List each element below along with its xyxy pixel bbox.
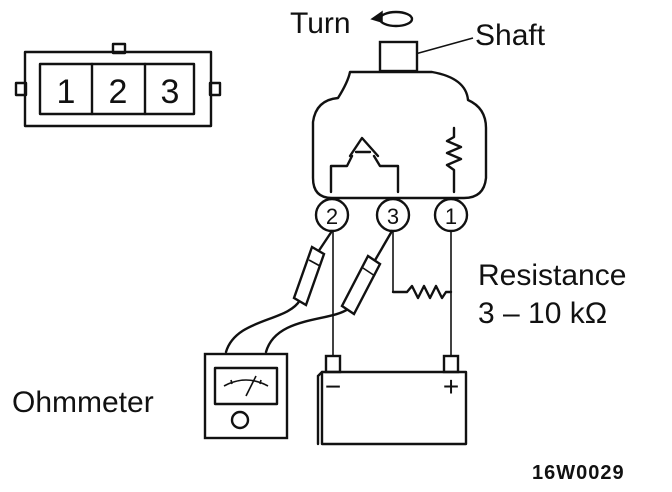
figure-code: 16W0029 <box>532 462 625 484</box>
resistance-label-line2: 3 – 10 kΩ <box>478 297 607 330</box>
battery-negative-terminal: − <box>325 371 341 402</box>
terminal-1-label: 1 <box>445 204 457 229</box>
shaft-leader-line <box>407 37 474 57</box>
terminal-1: 1 <box>433 197 469 233</box>
shaft-label: Shaft <box>475 19 546 52</box>
connector-pin-1: 1 <box>57 73 76 111</box>
terminal-2-label: 2 <box>326 204 338 229</box>
ohmmeter-label: Ohmmeter <box>12 386 154 419</box>
battery: − + <box>316 354 468 446</box>
ohmmeter <box>203 352 289 440</box>
probe-positive-lead <box>340 254 382 316</box>
meter-knob <box>230 410 250 430</box>
sensor-body <box>311 40 488 200</box>
external-resistor <box>391 284 453 300</box>
shaft <box>378 40 419 73</box>
probe-negative-lead <box>292 245 326 307</box>
terminal-3-label: 3 <box>387 204 399 229</box>
resistance-label-line1: Resistance <box>478 259 626 292</box>
wiring <box>224 229 453 356</box>
connector-pin-2: 2 <box>109 73 128 111</box>
battery-positive-terminal: + <box>443 371 459 402</box>
meter-dial-icon <box>213 366 279 406</box>
turn-label: Turn <box>290 7 351 40</box>
terminal-2: 2 <box>314 197 350 233</box>
terminal-3: 3 <box>375 197 411 233</box>
connector-pin-3: 3 <box>161 73 180 111</box>
rotation-arrow-icon <box>370 10 414 28</box>
connector: 1 2 3 <box>14 42 222 128</box>
